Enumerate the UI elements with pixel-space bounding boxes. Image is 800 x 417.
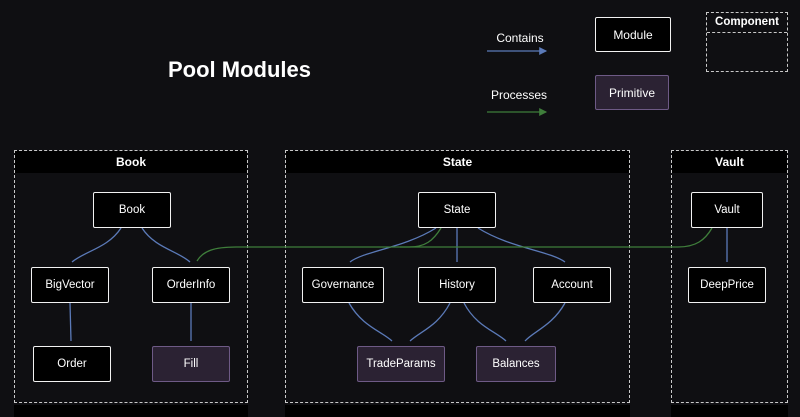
node-vault: Vault bbox=[691, 192, 763, 228]
diagram-title: Pool Modules bbox=[168, 57, 311, 82]
container-book-title: Book bbox=[15, 151, 247, 173]
container-vault-bottom-bar bbox=[671, 405, 788, 417]
node-history: History bbox=[418, 267, 496, 303]
node-account: Account bbox=[533, 267, 611, 303]
node-book: Book bbox=[93, 192, 171, 228]
container-book-bottom-bar bbox=[14, 405, 248, 417]
processes-arrow-icon bbox=[487, 108, 548, 116]
node-state: State bbox=[418, 192, 496, 228]
legend-contains-label: Contains bbox=[496, 31, 544, 45]
node-governance: Governance bbox=[302, 267, 384, 303]
node-balances: Balances bbox=[476, 346, 556, 382]
legend-component-box: Component bbox=[706, 12, 788, 72]
container-vault-title: Vault bbox=[672, 151, 787, 173]
container-book: Book bbox=[14, 150, 248, 403]
node-tradeparams: TradeParams bbox=[357, 346, 445, 382]
node-orderinfo: OrderInfo bbox=[152, 267, 230, 303]
node-fill: Fill bbox=[152, 346, 230, 382]
node-bigvector: BigVector bbox=[31, 267, 109, 303]
legend-primitive-box: Primitive bbox=[595, 75, 669, 110]
legend-processes-label: Processes bbox=[490, 88, 548, 102]
node-order: Order bbox=[33, 346, 111, 382]
container-vault: Vault bbox=[671, 150, 788, 403]
node-deepprice: DeepPrice bbox=[688, 267, 766, 303]
contains-arrow-icon bbox=[487, 47, 548, 55]
container-state: State bbox=[285, 150, 630, 403]
legend-component-label: Component bbox=[707, 13, 787, 33]
container-state-bottom-bar bbox=[285, 405, 630, 417]
legend-module-box: Module bbox=[595, 17, 671, 52]
container-state-title: State bbox=[286, 151, 629, 173]
